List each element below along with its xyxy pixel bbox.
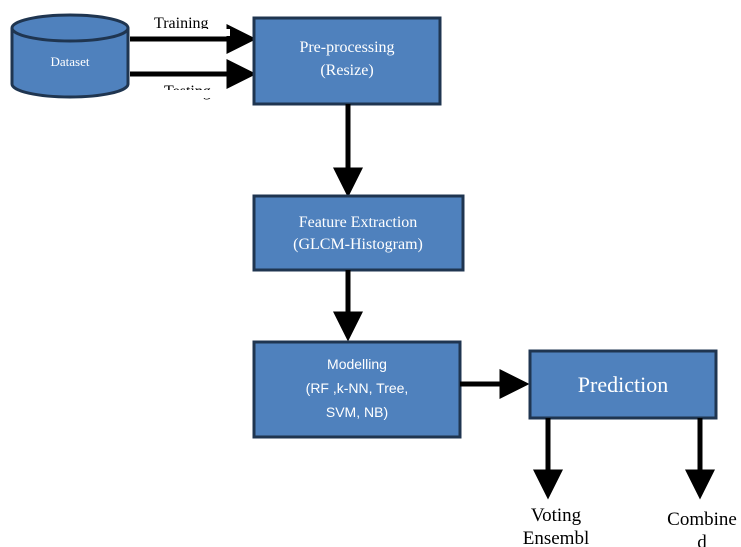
combined-label-line2: d <box>697 532 707 547</box>
feature-extraction-subtitle: (GLCM-Histogram) <box>293 236 423 253</box>
feature-extraction-title: Feature Extraction <box>299 214 418 231</box>
modelling-line3: SVM, NB) <box>326 404 388 420</box>
voting-label-line2: Ensembl <box>523 528 590 547</box>
voting-label-line1: Voting <box>531 505 582 526</box>
dataset-node: Dataset <box>10 13 130 99</box>
feature-extraction-node: Feature Extraction (GLCM-Histogram) <box>252 194 465 272</box>
training-label: Training <box>154 15 209 32</box>
modelling-title: Modelling <box>327 356 387 372</box>
training-label-clip <box>150 29 230 36</box>
prediction-node: Prediction <box>528 349 718 420</box>
modelling-node: Modelling (RF ,k-NN, Tree, SVM, NB) <box>252 340 462 439</box>
testing-label-clip <box>160 90 240 98</box>
preprocessing-subtitle: (Resize) <box>320 62 373 79</box>
preprocessing-node: Pre-processing (Resize) <box>252 16 442 106</box>
preprocessing-title: Pre-processing <box>299 39 394 56</box>
prediction-label: Prediction <box>578 372 668 397</box>
dataset-label: Dataset <box>51 54 90 69</box>
combined-label-line1: Combine <box>667 509 737 530</box>
modelling-line2: (RF ,k-NN, Tree, <box>306 380 409 396</box>
